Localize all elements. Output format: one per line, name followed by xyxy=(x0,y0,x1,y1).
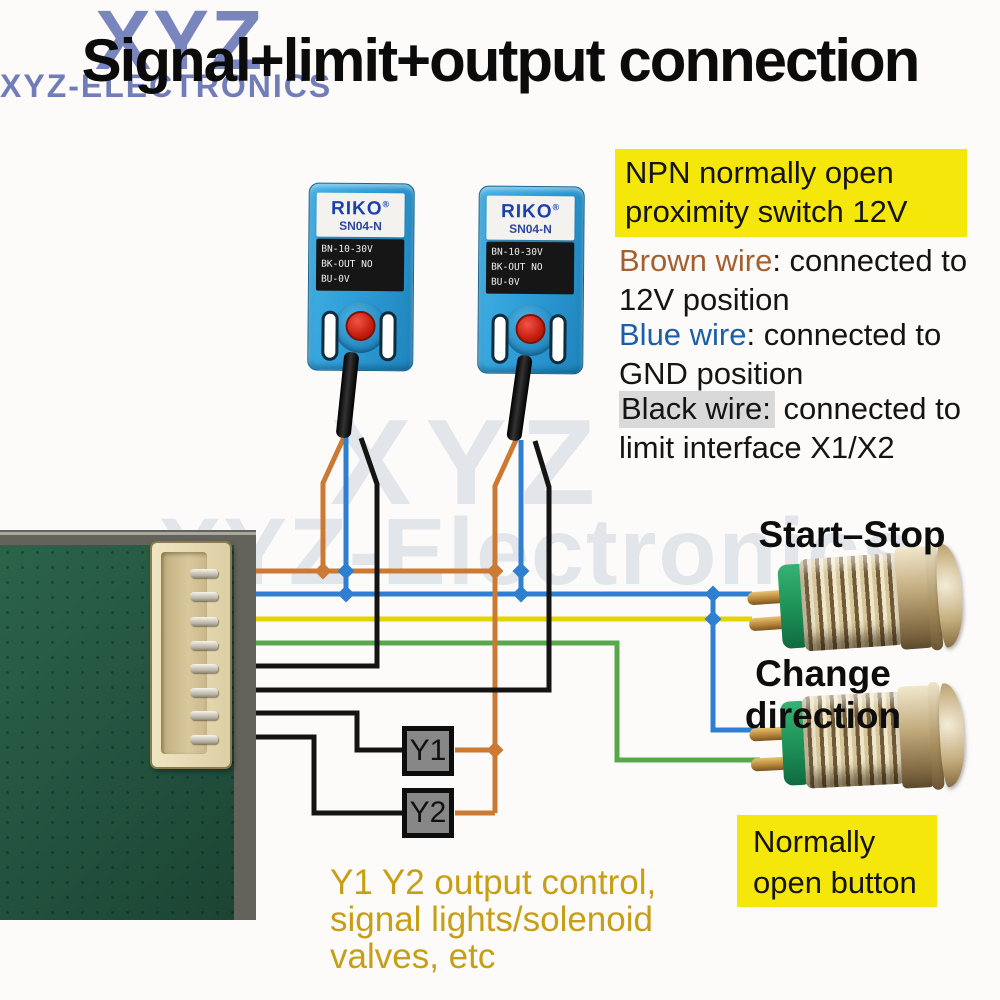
sensor-spec-line: BU-0V xyxy=(320,273,350,285)
brown-wire-label: Brown wire xyxy=(619,243,773,278)
wire-y1-black xyxy=(193,710,403,753)
junction-node xyxy=(704,585,722,603)
sensor-label: RIKO® SN04-N xyxy=(486,195,575,241)
output-usage-note: Y1 Y2 output control, signal lights/sole… xyxy=(330,864,656,975)
black-wire-note: Black wire: connected to limit interface… xyxy=(619,389,999,467)
connector-pin-startstop xyxy=(190,617,218,626)
sensor-model: SN04-N xyxy=(509,222,552,237)
output-usage-line: signal lights/solenoid xyxy=(330,900,653,939)
sensor-spec: BN-10-30V BK-OUT NO BU-0V xyxy=(315,238,405,292)
connector-pin-direction xyxy=(190,641,218,650)
blue-wire-label: Blue wire xyxy=(619,317,747,352)
brown-wire-note: Brown wire: connected to 12V position xyxy=(619,241,979,319)
junction-node xyxy=(337,562,355,580)
wire-sensor2-black-x2 xyxy=(193,440,552,693)
sensor-model: SN04-N xyxy=(339,219,382,234)
sensor-brand: RIKO xyxy=(500,201,553,223)
junction-node xyxy=(512,562,530,580)
output-y1-box: Y1 xyxy=(402,726,454,776)
signal-connector-8pin xyxy=(150,541,232,769)
mounting-slot xyxy=(549,314,567,365)
connector-pin-gnd xyxy=(190,592,218,601)
mounting-slot xyxy=(491,313,509,364)
blue-wire-note: Blue wire: connected to GND position xyxy=(619,315,979,393)
wire-blue-changedir xyxy=(710,594,760,733)
start-stop-label: Start–Stop xyxy=(758,514,946,555)
junction-node xyxy=(704,610,722,628)
junction-node xyxy=(512,585,530,603)
sensor-spec-line: BU-0V xyxy=(490,276,520,288)
normally-open-line: open button xyxy=(753,865,917,900)
note-text: limit interface X1/X2 xyxy=(619,430,895,465)
note-text: GND position xyxy=(619,356,804,391)
proximity-sensor-1: RIKO® SN04-N BN-10-30V BK-OUT NO BU-0V xyxy=(307,182,415,372)
page-title: Signal+limit+output connection xyxy=(81,27,921,94)
enclosure-edge xyxy=(0,532,256,535)
sensor-label: RIKO® SN04-N xyxy=(316,192,405,238)
button-threads xyxy=(798,552,906,652)
wire-sensor1-brown xyxy=(320,435,347,571)
connector-pin-x2 xyxy=(190,688,218,697)
sensor-spec-line: BK-OUT NO xyxy=(491,261,543,274)
registered-mark: ® xyxy=(382,199,391,210)
output-usage-line: valves, etc xyxy=(330,937,496,976)
wire-sensor2-brown-and-output-feed xyxy=(492,438,519,813)
output-usage-line: Y1 Y2 output control, xyxy=(330,863,657,902)
connector-pin-y1 xyxy=(190,711,218,720)
change-direction-label: Change direction xyxy=(744,653,902,736)
connector-housing xyxy=(161,552,207,754)
normally-open-line: Normally xyxy=(753,824,876,859)
note-text: connected to xyxy=(774,391,962,426)
sensor-spec-line: BK-OUT NO xyxy=(321,258,373,271)
mounting-slot xyxy=(379,311,397,362)
npn-note: NPN normally open proximity switch 12V xyxy=(615,149,967,237)
sensor-spec: BN-10-30V BK-OUT NO BU-0V xyxy=(485,241,575,295)
note-text: : connected to xyxy=(772,243,968,278)
normally-open-note: Normally open button xyxy=(737,815,937,907)
npn-note-line: proximity switch 12V xyxy=(625,194,908,229)
proximity-sensor-2: RIKO® SN04-N BN-10-30V BK-OUT NO BU-0V xyxy=(477,185,585,375)
sensor-brand: RIKO xyxy=(330,198,383,220)
start-stop-button xyxy=(742,541,966,666)
sensor-led-indicator xyxy=(345,310,376,342)
mounting-slot xyxy=(321,310,339,361)
junction-node xyxy=(486,562,504,580)
npn-note-line: NPN normally open xyxy=(625,155,894,190)
sensor-spec-line: BN-10-30V xyxy=(491,246,543,259)
connector-pin-y2 xyxy=(190,735,218,744)
sensor-spec-line: BN-10-30V xyxy=(321,243,373,256)
wire-green-changedir xyxy=(193,640,760,763)
junction-node xyxy=(486,741,504,759)
black-wire-label: Black wire: xyxy=(619,391,775,428)
output-y2-box: Y2 xyxy=(402,788,454,838)
registered-mark: ® xyxy=(552,202,561,213)
connector-pin-x1 xyxy=(190,664,218,673)
connector-pin-12v xyxy=(190,569,218,578)
junction-node xyxy=(337,585,355,603)
sensor-led-indicator xyxy=(515,313,546,345)
junction-node xyxy=(314,562,332,580)
note-text: 12V position xyxy=(619,282,790,317)
note-text: : connected to xyxy=(746,317,942,352)
wire-sensor1-black-x1 xyxy=(193,437,380,669)
